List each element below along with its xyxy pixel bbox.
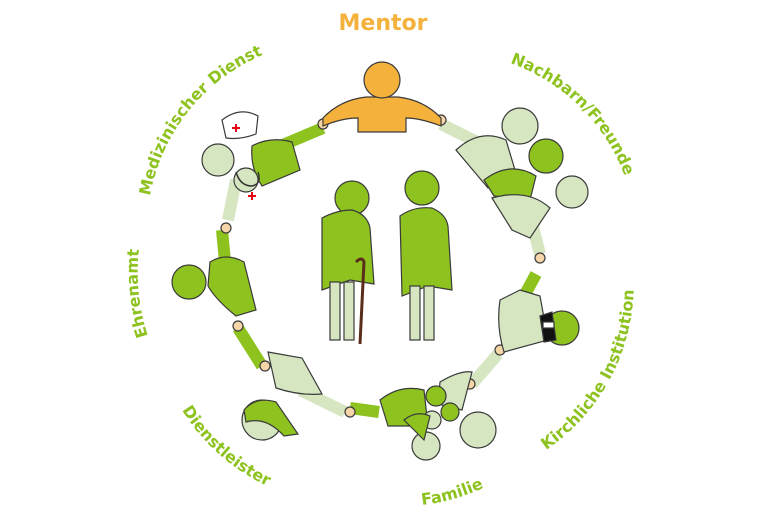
label-ehrenamt: Ehrenamt bbox=[122, 248, 151, 341]
neighbor-figures bbox=[455, 107, 589, 239]
elderly-person bbox=[399, 170, 453, 341]
family-figures bbox=[379, 371, 497, 461]
label-mentor: Mentor bbox=[339, 11, 428, 36]
volunteer-figure bbox=[171, 256, 257, 317]
elderly-person-with-cane bbox=[321, 180, 375, 345]
central-couple bbox=[321, 170, 453, 345]
medical-figure bbox=[201, 111, 301, 200]
mentor-figure bbox=[322, 61, 442, 133]
service-provider-figure bbox=[241, 351, 323, 441]
label-familie: Familie bbox=[420, 474, 486, 509]
church-figure bbox=[498, 289, 580, 353]
